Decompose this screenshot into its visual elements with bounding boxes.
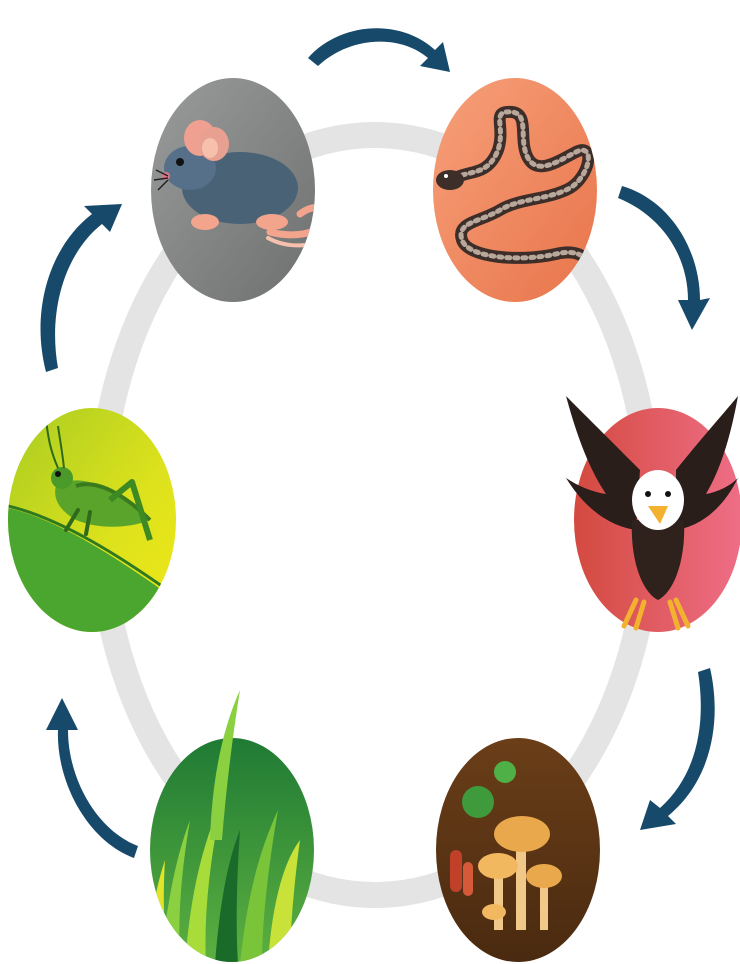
mouse-icon [153,120,315,248]
cycle-arrows [40,28,715,858]
arrow-grasshopper-to-mouse [40,204,122,372]
mushroom-icon [450,761,562,930]
arrow-mouse-to-snake [308,28,450,72]
snake-icon [436,105,595,276]
node-grass [150,690,314,962]
node-snake [433,78,597,302]
arrow-grass-to-grasshopper [46,698,138,858]
node-eagle [566,396,740,632]
arrow-eagle-to-decomposers [640,668,715,830]
node-grasshopper [8,408,176,632]
node-mouse [151,78,315,302]
eagle-icon [566,396,738,631]
arrow-snake-to-eagle [618,186,710,330]
node-decomposers [436,738,600,962]
